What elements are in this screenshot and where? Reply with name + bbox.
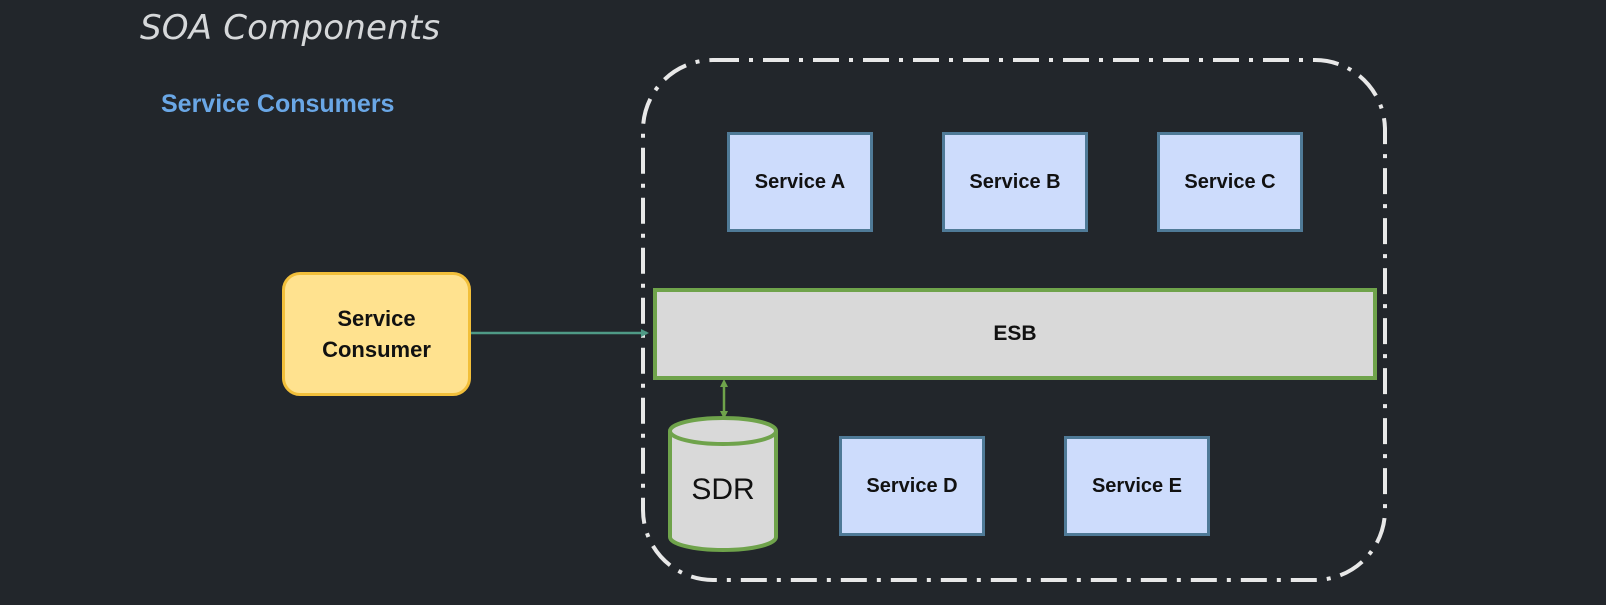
service-a-box[interactable] (727, 132, 873, 232)
service-inventory-boundary (641, 58, 1387, 582)
service-b-box[interactable] (942, 132, 1088, 232)
esb-bar[interactable] (653, 288, 1377, 380)
service-c-box[interactable] (1157, 132, 1303, 232)
slide-title: SOA Components (140, 8, 441, 48)
section-subtitle: Service Consumers (161, 90, 395, 118)
sdr-cylinder (668, 416, 778, 552)
service-consumer-box[interactable] (282, 272, 471, 396)
service-d-box[interactable] (839, 436, 985, 536)
service-e-box[interactable] (1064, 436, 1210, 536)
